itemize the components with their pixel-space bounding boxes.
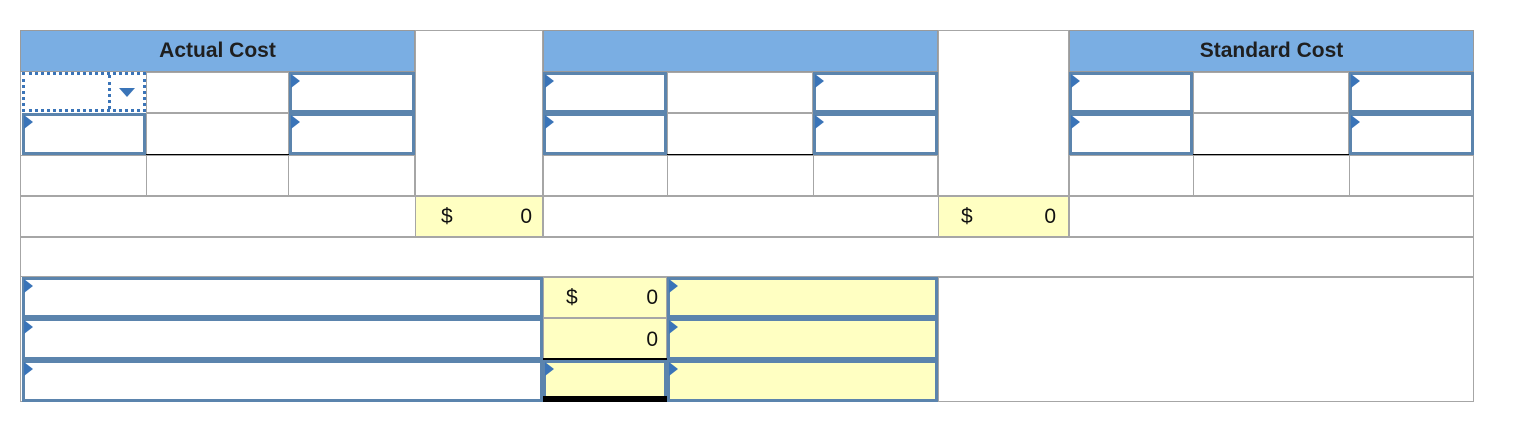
variance-label-input-1[interactable]	[22, 277, 543, 318]
underline	[543, 358, 667, 360]
corner-triangle-icon	[545, 74, 554, 88]
middle-row3-cell-c	[813, 155, 938, 196]
totals-right-blank	[1069, 196, 1474, 237]
actual-row3-cell-b	[146, 155, 289, 196]
standard-row3-cell-a	[1069, 155, 1194, 196]
corner-triangle-icon	[1351, 74, 1360, 88]
variance-label-input-2[interactable]	[22, 318, 543, 360]
standard-cell-2b	[1193, 113, 1349, 155]
actual-total-cell: $ 0	[415, 196, 543, 237]
corner-triangle-icon	[291, 74, 300, 88]
standard-row3-cell-c	[1349, 155, 1474, 196]
corner-triangle-icon	[24, 115, 33, 129]
corner-triangle-icon	[1351, 115, 1360, 129]
corner-triangle-icon	[545, 115, 554, 129]
corner-triangle-icon	[1071, 74, 1080, 88]
standard-input-2a[interactable]	[1069, 113, 1193, 155]
corner-triangle-icon	[815, 74, 824, 88]
middle-cell-1b	[667, 72, 813, 113]
actual-row3-cell-a	[20, 155, 147, 196]
header-spacer-1	[415, 30, 543, 196]
corner-triangle-icon	[815, 115, 824, 129]
actual-label-dropdown-1[interactable]	[22, 72, 146, 112]
variance-amount-cell-2: 0	[543, 318, 667, 360]
standard-row3-cell-b	[1193, 155, 1350, 196]
corner-triangle-icon	[669, 362, 678, 376]
header-spacer-2	[938, 30, 1069, 196]
standard-cell-1b	[1193, 72, 1349, 113]
actual-amount-input-2[interactable]	[289, 113, 415, 155]
chevron-down-icon	[119, 88, 135, 97]
middle-input-2a[interactable]	[543, 113, 667, 155]
standard-cost-header: Standard Cost	[1069, 30, 1474, 72]
double-underline	[543, 396, 667, 402]
actual-cost-header: Actual Cost	[20, 30, 415, 72]
currency-symbol: $	[566, 286, 578, 309]
corner-triangle-icon	[291, 115, 300, 129]
standard-total-value: 0	[1044, 205, 1056, 228]
corner-triangle-icon	[24, 279, 33, 293]
actual-qty-cell-1	[146, 72, 289, 113]
variance-value-2: 0	[646, 328, 658, 351]
totals-middle-blank	[543, 196, 939, 237]
middle-input-1a[interactable]	[543, 72, 667, 113]
actual-qty-cell-2	[146, 113, 289, 155]
actual-row3-cell-c	[288, 155, 415, 196]
middle-input-2c[interactable]	[813, 113, 938, 155]
corner-triangle-icon	[545, 362, 554, 376]
currency-symbol: $	[961, 205, 973, 228]
variance-amount-cell-1: $ 0	[543, 277, 667, 318]
corner-triangle-icon	[24, 362, 33, 376]
variance-type-input-2[interactable]	[667, 318, 938, 360]
middle-header	[543, 30, 938, 72]
dropdown-trigger[interactable]	[108, 75, 143, 109]
variance-type-input-1[interactable]	[667, 277, 938, 318]
corner-triangle-icon	[669, 279, 678, 293]
middle-input-1c[interactable]	[813, 72, 938, 113]
corner-triangle-icon	[1071, 115, 1080, 129]
corner-triangle-icon	[24, 320, 33, 334]
spacer-row	[20, 237, 1474, 277]
actual-total-value: 0	[520, 205, 532, 228]
middle-row3-cell-a	[543, 155, 668, 196]
corner-triangle-icon	[669, 320, 678, 334]
actual-label-input-2[interactable]	[22, 113, 146, 155]
standard-input-2c[interactable]	[1349, 113, 1474, 155]
variance-right-blank	[938, 277, 1474, 402]
standard-total-cell: $ 0	[938, 196, 1069, 237]
middle-row3-cell-b	[667, 155, 814, 196]
middle-cell-2b	[667, 113, 813, 155]
totals-left-blank	[20, 196, 416, 237]
variance-label-input-3[interactable]	[22, 360, 543, 402]
variance-type-input-3[interactable]	[667, 360, 938, 402]
standard-input-1c[interactable]	[1349, 72, 1474, 113]
actual-amount-input-1[interactable]	[289, 72, 415, 113]
variance-value-1: 0	[646, 286, 658, 309]
currency-symbol: $	[441, 205, 453, 228]
standard-input-1a[interactable]	[1069, 72, 1193, 113]
